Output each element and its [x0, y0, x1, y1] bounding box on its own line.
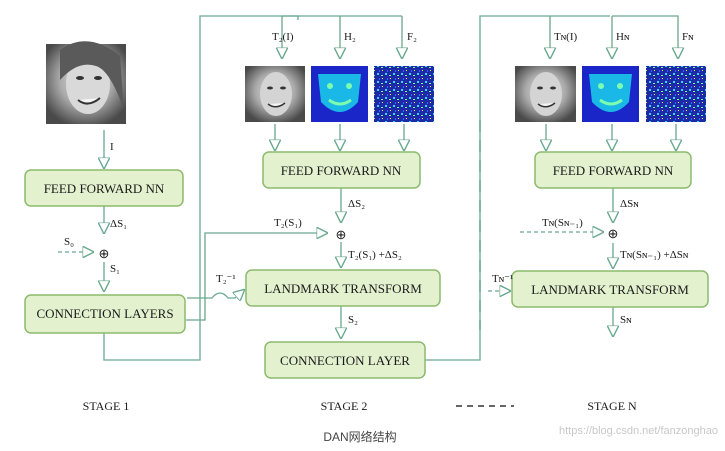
- label-TN-inverse: Tɴ⁻¹: [492, 273, 513, 285]
- stageN-heatmap-image: [582, 66, 639, 122]
- stageN-feed-forward-label: FEED FORWARD NN: [553, 163, 674, 178]
- label-S1: S₁: [110, 263, 120, 275]
- label-T2-inverse: T₂⁻¹: [216, 273, 236, 285]
- label-T2-S1-plus-delta-S2: T₂(S₁) +ΔS₂: [348, 249, 402, 261]
- label-I: I: [110, 141, 114, 153]
- stage2-feature-image: [374, 66, 434, 122]
- stageN-landmark-transform-label: LANDMARK TRANSFORM: [531, 282, 689, 297]
- arrow-to-FN: [612, 15, 678, 58]
- stage2-feed-forward-node: FEED FORWARD NN: [262, 151, 421, 189]
- stageN-landmark-transform-node: LANDMARK TRANSFORM: [511, 270, 709, 308]
- stage1-feed-forward-label: FEED FORWARD NN: [44, 181, 165, 196]
- stage2-title: STAGE 2: [321, 399, 368, 413]
- sum1-symbol: ⊕: [99, 246, 110, 261]
- label-FN: Fɴ: [682, 31, 694, 43]
- sumN-symbol: ⊕: [608, 226, 619, 241]
- stage1-connection-layers-label: CONNECTION LAYERS: [36, 306, 173, 321]
- stage2-connection-layer-label: CONNECTION LAYER: [280, 353, 410, 368]
- label-delta-S1: ΔS₁: [110, 218, 127, 230]
- stageN-face-image: [515, 66, 576, 122]
- watermark-url: https://blog.csdn.net/fanzonghao: [559, 425, 718, 437]
- stage2-landmark-transform-label: LANDMARK TRANSFORM: [264, 281, 422, 296]
- stage1-face-image: [46, 41, 126, 124]
- stageN-feature-image: [646, 66, 706, 122]
- stageN-title: STAGE N: [587, 399, 637, 413]
- label-TN-sum: Tɴ(Sɴ₋₁) +ΔSɴ: [620, 249, 689, 261]
- stage2-landmark-transform-node: LANDMARK TRANSFORM: [245, 269, 441, 307]
- label-TN-SN-1: Tɴ(Sɴ₋₁): [542, 217, 583, 229]
- arrow-conn1-to-lt2: [187, 290, 244, 298]
- stage1-title: STAGE 1: [83, 399, 130, 413]
- label-H2: H₂: [344, 31, 356, 43]
- sum2-symbol: ⊕: [336, 227, 347, 242]
- label-HN: Hɴ: [616, 31, 630, 43]
- figure-caption: DAN网络结构: [323, 429, 396, 444]
- label-S2: S₂: [348, 314, 358, 326]
- label-T2-I: T₂(I): [272, 31, 294, 43]
- label-delta-S2: ΔS₂: [348, 198, 365, 210]
- label-SN: Sɴ: [620, 314, 632, 326]
- stageN-feed-forward-node: FEED FORWARD NN: [534, 151, 692, 189]
- label-S0: S₀: [64, 236, 74, 248]
- label-T2-S1: T₂(S₁): [274, 217, 302, 229]
- stage1-connection-layers-node: CONNECTION LAYERS: [24, 294, 186, 334]
- stage2-connection-layer-node: CONNECTION LAYER: [264, 341, 426, 379]
- arrow-conn1-to-stage2-inputs: [103, 15, 299, 361]
- arrow-conn1-to-sum2: [186, 233, 327, 321]
- stage2-heatmap-image: [311, 66, 368, 122]
- stage1-feed-forward-node: FEED FORWARD NN: [24, 169, 184, 207]
- stage2-feed-forward-label: FEED FORWARD NN: [281, 163, 402, 178]
- stage2-face-image: [245, 66, 305, 122]
- label-TN-I: Tɴ(I): [554, 31, 578, 43]
- label-F2: F₂: [407, 31, 417, 43]
- label-delta-SN: ΔSɴ: [620, 198, 639, 210]
